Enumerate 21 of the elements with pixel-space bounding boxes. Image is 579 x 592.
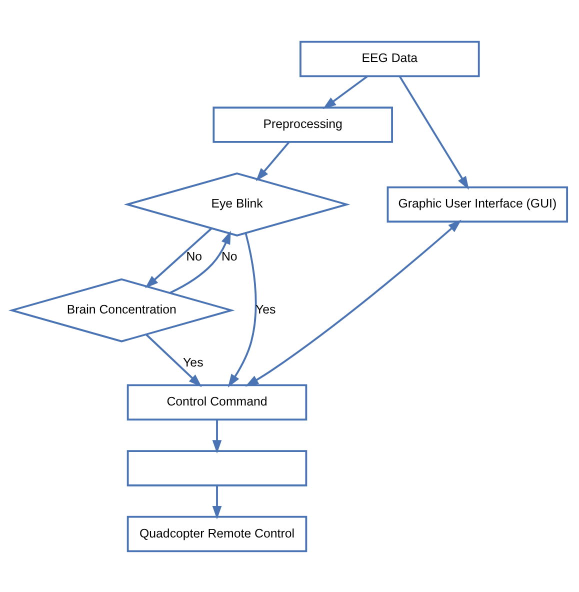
edge-label: Yes — [183, 355, 204, 370]
node-box: EEG Data — [300, 40, 480, 77]
arrow — [322, 75, 368, 109]
node-box — [126, 450, 308, 486]
arrow — [228, 232, 257, 388]
node-box: Control Command — [126, 384, 308, 420]
edge-label: No — [221, 249, 238, 264]
edge-label: No — [186, 249, 202, 264]
arrow — [398, 75, 469, 190]
arrow — [146, 333, 202, 387]
arrow — [212, 485, 222, 519]
node-box: Graphic User Interface (GUI) — [386, 186, 568, 222]
node-box: Quadcopter Remote Control — [126, 515, 308, 552]
node-box: Preprocessing — [212, 106, 393, 142]
arrow — [245, 219, 462, 386]
node-diamond: Brain Concentration — [8, 278, 235, 342]
arrow — [145, 227, 212, 288]
arrow — [256, 141, 290, 181]
arrow — [212, 419, 222, 454]
arrow — [170, 230, 231, 294]
node-diamond: Eye Blink — [124, 172, 350, 236]
